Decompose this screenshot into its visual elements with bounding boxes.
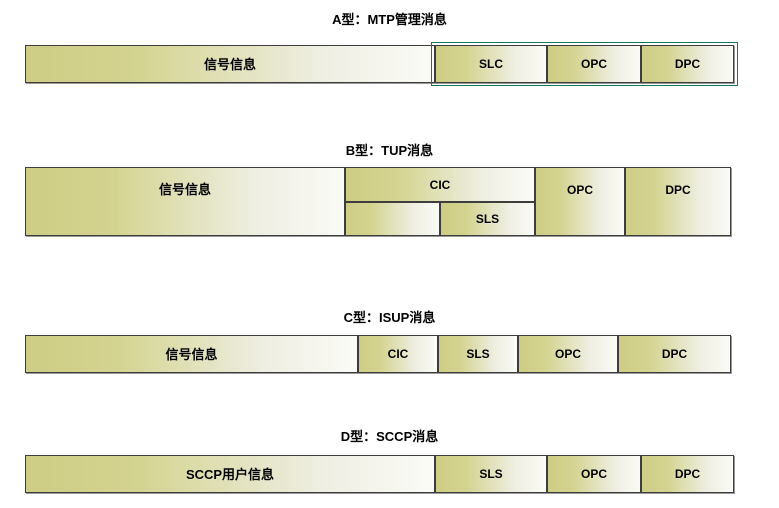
diagram-c-field-sls-label: SLS — [466, 347, 490, 361]
diagram-d-field-sls-label: SLS — [479, 467, 503, 481]
diagram-c-field-opc-label: OPC — [554, 347, 581, 361]
diagram-a-field-dpc-label: DPC — [674, 57, 701, 71]
diagram-b-field-cic[interactable]: CIC — [345, 167, 535, 202]
diagram-d-field-opc-label: OPC — [580, 467, 607, 481]
diagram-b-title: B型：TUP消息 — [345, 143, 434, 158]
diagram-c-title: C型：ISUP消息 — [343, 310, 436, 325]
diagram-b-field-opc-label: OPC — [566, 182, 593, 197]
diagram-a-field-slc-label: SLC — [479, 57, 503, 71]
diagram-c-field-cic[interactable]: CIC — [358, 335, 438, 373]
diagram-b: B型：TUP消息 信号信息 CIC SLS OPC DPC — [0, 143, 779, 236]
diagram-d-field-sls[interactable]: SLS — [435, 455, 547, 493]
diagram-a-field-dpc[interactable]: DPC — [641, 45, 734, 83]
diagram-d-field-dpc[interactable]: DPC — [641, 455, 734, 493]
diagram-c-field-dpc-label: DPC — [661, 347, 688, 361]
diagram-b-cic-subrow: SLS — [345, 202, 535, 236]
diagram-d-field-opc[interactable]: OPC — [547, 455, 641, 493]
diagram-b-field-dpc[interactable]: DPC — [625, 167, 731, 236]
diagram-a-title: A型：MTP管理消息 — [332, 12, 447, 27]
diagram-b-field-opc[interactable]: OPC — [535, 167, 625, 236]
diagram-b-field-sls-label: SLS — [475, 212, 500, 226]
diagram-a-field-signal-info[interactable]: 信号信息 — [25, 45, 435, 83]
diagram-b-field-cic-label: CIC — [429, 177, 451, 192]
diagram-c: C型：ISUP消息 信号信息 CIC SLS OPC DPC — [0, 310, 779, 373]
diagram-d-field-dpc-label: DPC — [674, 467, 701, 481]
diagram-a: A型：MTP管理消息 信号信息 SLC OPC DPC — [0, 12, 779, 86]
diagram-c-field-sls[interactable]: SLS — [438, 335, 518, 373]
diagram-c-field-opc[interactable]: OPC — [518, 335, 618, 373]
diagram-b-field-cic-spare[interactable] — [345, 202, 440, 236]
diagram-d-title: D型：SCCP消息 — [340, 429, 439, 444]
diagram-b-field-sls[interactable]: SLS — [440, 202, 535, 236]
diagram-b-bar: 信号信息 CIC SLS OPC DPC — [25, 167, 731, 236]
diagram-a-bar: 信号信息 SLC OPC DPC — [25, 45, 734, 83]
diagram-b-field-signal-info-label: 信号信息 — [158, 182, 211, 197]
diagram-a-field-slc[interactable]: SLC — [435, 45, 547, 83]
diagram-c-field-signal-info-label: 信号信息 — [165, 346, 218, 362]
diagram-b-field-signal-info[interactable]: 信号信息 — [25, 167, 345, 236]
diagram-d: D型：SCCP消息 SCCP用户信息 SLS OPC DPC — [0, 429, 779, 493]
diagram-a-field-signal-info-label: 信号信息 — [203, 56, 256, 72]
diagram-c-field-dpc[interactable]: DPC — [618, 335, 731, 373]
diagram-a-field-opc-label: OPC — [580, 57, 607, 71]
diagram-d-bar: SCCP用户信息 SLS OPC DPC — [25, 455, 734, 493]
diagram-c-field-signal-info[interactable]: 信号信息 — [25, 335, 358, 373]
diagram-d-field-sccp-user-info[interactable]: SCCP用户信息 — [25, 455, 435, 493]
diagram-c-bar: 信号信息 CIC SLS OPC DPC — [25, 335, 731, 373]
diagram-b-field-cic-group: CIC SLS — [345, 167, 535, 236]
diagram-c-field-cic-label: CIC — [387, 347, 409, 361]
diagram-b-field-dpc-label: DPC — [665, 182, 691, 197]
diagram-d-field-sccp-user-info-label: SCCP用户信息 — [185, 466, 275, 482]
diagram-a-field-opc[interactable]: OPC — [547, 45, 641, 83]
